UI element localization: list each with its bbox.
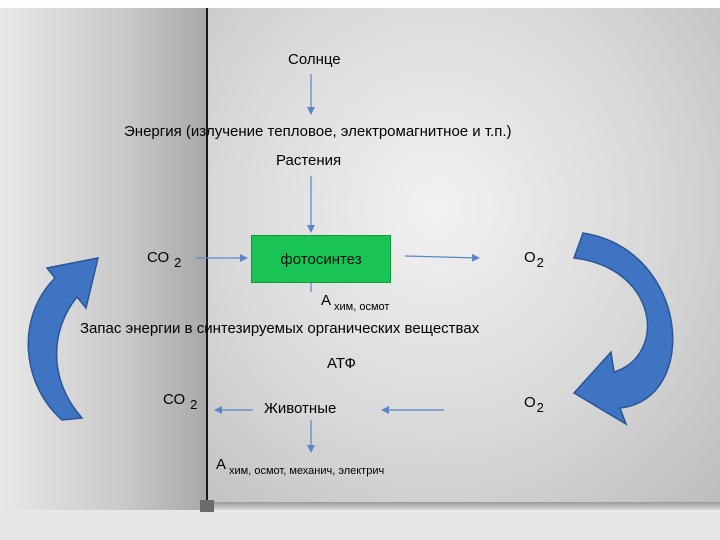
bottom-shadow <box>206 502 720 510</box>
atp-label: АТФ <box>327 355 356 372</box>
animals-label: Животные <box>264 400 337 417</box>
photosynthesis-box: фотосинтез <box>251 235 391 283</box>
photosynthesis-label: фотосинтез <box>280 250 362 268</box>
corner-mark <box>200 500 214 512</box>
o2-bottom-label: О2 <box>524 394 544 415</box>
panel-divider <box>206 8 208 510</box>
photosynthesis-to-o2-arrow <box>404 253 480 262</box>
right-cycle-arrow <box>572 232 674 426</box>
left-background-panel <box>0 8 206 510</box>
energy-label: Энергия (излучение тепловое, электромагн… <box>124 123 512 140</box>
left-cycle-arrow <box>27 257 100 421</box>
o2-top-label: О2 <box>524 249 544 270</box>
plants-label: Растения <box>276 152 342 169</box>
energy-storage-label: Запас энергии в синтезируемых органическ… <box>80 320 480 337</box>
sun-label: Солнце <box>288 51 341 68</box>
